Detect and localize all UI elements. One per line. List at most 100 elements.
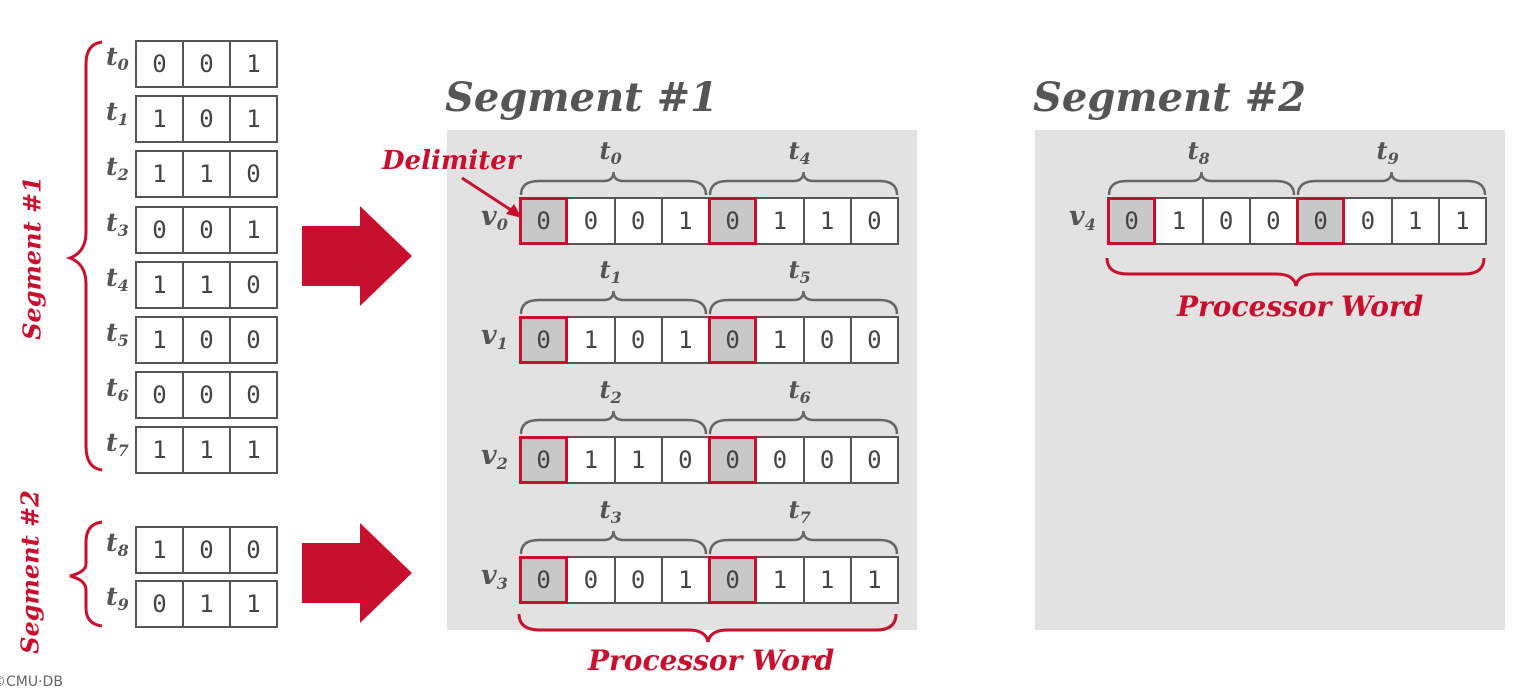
word-label-v1: v1	[481, 320, 508, 353]
tuple-t3-bit-0: 0	[135, 206, 184, 254]
tuple-t8-bit-2: 0	[229, 526, 278, 574]
tuple-t1-bit-0: 1	[135, 95, 184, 143]
word-v4-tuple-label-t8: t8	[1187, 136, 1210, 168]
tuple-label-t1: t1	[106, 97, 129, 129]
tuple-t5-bit-0: 1	[135, 316, 184, 364]
tuple-brace-v1-right	[708, 290, 899, 315]
word-v2-tuple-label-t6: t6	[788, 375, 811, 407]
word-v0-bit-4-delimiter: 0	[708, 197, 758, 245]
tuple-t7-bit-1: 1	[182, 426, 231, 474]
word-v3-tuple-label-t7: t7	[788, 495, 811, 527]
tuple-brace-v1-left	[519, 290, 708, 315]
tuple-label-t0: t0	[106, 42, 129, 74]
tuple-label-t3: t3	[106, 208, 129, 240]
word-v0-bit-3: 1	[660, 197, 710, 245]
word-v3-bit-0-delimiter: 0	[519, 556, 569, 604]
word-v1-tuple-label-t5: t5	[788, 255, 811, 287]
tuple-t4-bit-1: 1	[182, 261, 231, 309]
word-v2-tuple-label-t2: t2	[599, 375, 622, 407]
segment1-title: Segment #1	[445, 74, 718, 121]
arrow-segment1	[302, 206, 412, 306]
tuple-t8-bit-0: 1	[135, 526, 184, 574]
word-v0-bit-0-delimiter: 0	[519, 197, 569, 245]
word-label-v0: v0	[481, 201, 508, 234]
tuple-brace-v0-right	[708, 171, 899, 196]
tuple-t9-bit-1: 1	[182, 580, 231, 628]
word-v0-bit-6: 1	[802, 197, 852, 245]
tuple-t7-bit-0: 1	[135, 426, 184, 474]
tuple-t6-bit-1: 0	[182, 371, 231, 419]
tuple-label-t6: t6	[106, 373, 129, 405]
word-v2-bit-7: 0	[849, 436, 899, 484]
word-v4-bit-1: 1	[1154, 197, 1204, 245]
tuple-label-t5: t5	[106, 318, 129, 350]
word-v3-bit-2: 0	[613, 556, 663, 604]
word-v0-bit-5: 1	[755, 197, 805, 245]
word-v1-bit-0-delimiter: 0	[519, 316, 569, 364]
word-v0-bit-1: 0	[566, 197, 616, 245]
word-v3-bit-6: 1	[802, 556, 852, 604]
word-label-v4: v4	[1069, 201, 1096, 234]
tuple-t9-bit-2: 1	[229, 580, 278, 628]
tuple-t6-bit-2: 0	[229, 371, 278, 419]
word-v2-bit-2: 1	[613, 436, 663, 484]
tuple-brace-v4-left	[1107, 171, 1296, 196]
word-v3-bit-4-delimiter: 0	[708, 556, 758, 604]
tuple-brace-v3-left	[519, 530, 708, 555]
tuple-brace-v4-right	[1296, 171, 1487, 196]
word-v1-bit-1: 1	[566, 316, 616, 364]
processor-word-brace-segment1	[517, 613, 898, 643]
tuple-brace-v2-left	[519, 410, 708, 435]
word-v1-bit-5: 1	[755, 316, 805, 364]
tuple-t5-bit-1: 0	[182, 316, 231, 364]
segment2-title: Segment #2	[1033, 74, 1306, 121]
delimiter-label: Delimiter	[382, 146, 521, 176]
word-v3-bit-5: 1	[755, 556, 805, 604]
word-v1-bit-4-delimiter: 0	[708, 316, 758, 364]
word-v4-bit-2: 0	[1201, 197, 1251, 245]
word-v4-bit-6: 1	[1390, 197, 1440, 245]
processor-word-label-segment2: Processor Word	[1177, 290, 1424, 323]
left-brace-segment1	[65, 40, 103, 472]
delimiter-pointer-line	[461, 176, 515, 214]
tuple-t9-bit-0: 0	[135, 580, 184, 628]
tuple-t1-bit-2: 1	[229, 95, 278, 143]
word-v4-bit-7: 1	[1437, 197, 1487, 245]
tuple-t4-bit-2: 0	[229, 261, 278, 309]
word-v1-bit-2: 0	[613, 316, 663, 364]
tuple-t7-bit-2: 1	[229, 426, 278, 474]
word-v1-tuple-label-t1: t1	[599, 255, 622, 287]
tuple-t3-bit-2: 1	[229, 206, 278, 254]
word-v3-tuple-label-t3: t3	[599, 495, 622, 527]
processor-word-brace-segment2	[1105, 257, 1486, 287]
word-v2-bit-4-delimiter: 0	[708, 436, 758, 484]
tuple-t8-bit-1: 0	[182, 526, 231, 574]
word-v4-bit-5: 0	[1343, 197, 1393, 245]
tuple-brace-v0-left	[519, 171, 708, 196]
word-v2-bit-1: 1	[566, 436, 616, 484]
tuple-brace-v2-right	[708, 410, 899, 435]
word-v4-bit-0-delimiter: 0	[1107, 197, 1157, 245]
arrow-segment2	[302, 523, 412, 623]
left-brace-segment2	[69, 520, 103, 628]
tuple-label-t8: t8	[106, 528, 129, 560]
word-v2-bit-3: 0	[660, 436, 710, 484]
word-v2-bit-6: 0	[802, 436, 852, 484]
tuple-label-t7: t7	[106, 428, 129, 460]
word-v4-bit-4-delimiter: 0	[1296, 197, 1346, 245]
tuple-t0-bit-1: 0	[182, 40, 231, 88]
tuple-t5-bit-2: 0	[229, 316, 278, 364]
tuple-label-t9: t9	[106, 582, 129, 614]
word-v3-bit-1: 0	[566, 556, 616, 604]
tuple-label-t4: t4	[106, 263, 129, 295]
tuple-t2-bit-2: 0	[229, 150, 278, 198]
word-label-v3: v3	[481, 560, 508, 593]
tuple-t6-bit-0: 0	[135, 371, 184, 419]
tuple-t4-bit-0: 1	[135, 261, 184, 309]
tuple-t0-bit-0: 0	[135, 40, 184, 88]
tuple-t1-bit-1: 0	[182, 95, 231, 143]
word-v0-tuple-label-t0: t0	[599, 136, 622, 168]
tuple-t3-bit-1: 0	[182, 206, 231, 254]
tuple-label-t2: t2	[106, 152, 129, 184]
